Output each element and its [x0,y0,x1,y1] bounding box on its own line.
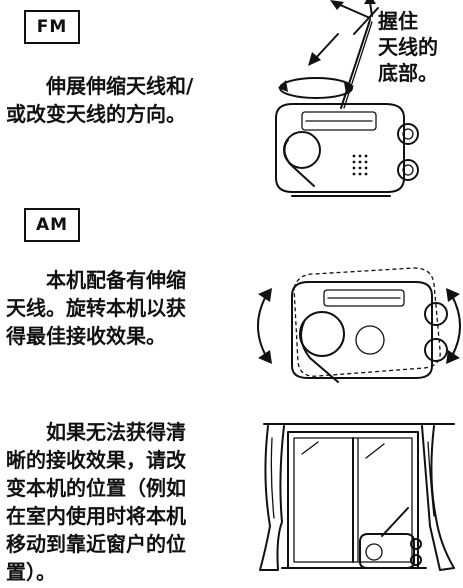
fm-band-label-text: FM [36,17,68,37]
reception-instructions: 如果无法获得清 晰的接收效果，请改 变本机的位置（例如 在室内使用时将本机 移动… [6,418,256,586]
am-tuning-knob-icon [424,302,448,326]
rotate-right-arrow-icon [451,295,461,357]
am-radio-rotation-illustration [257,267,461,383]
reception-line-4: 在室内使用时将本机 [6,504,186,528]
grip-note-line-1: 握住 [378,9,418,33]
rotate-left-arrow-icon [257,295,267,357]
am-band-label-text: AM [35,215,69,235]
fm-line-1: 伸展伸缩天线和/ [46,74,194,98]
fm-band-label: FM [24,10,80,44]
am-band-label: AM [24,208,80,242]
antenna-icon-window [381,507,409,537]
tuning-knob-icon [397,123,419,145]
reception-line-1: 如果无法获得清 [46,420,186,444]
reception-line-3: 变本机的位置（例如 [6,476,186,500]
am-volume-knob-icon [424,338,448,362]
reception-line-6: 置）。 [6,560,56,584]
am-line-2: 天线。旋转本机以获 [6,296,186,320]
am-instructions: 本机配备有伸缩 天线。旋转本机以获 得最佳接收效果。 [6,266,246,350]
grip-note-line-3: 底部。 [378,61,438,85]
am-line-1: 本机配备有伸缩 [46,268,186,292]
grip-note-line-2: 天线的 [378,35,438,59]
volume-knob-icon [397,159,419,181]
am-line-3: 得最佳接收效果。 [6,324,166,348]
window-illustration [259,423,455,571]
reception-line-5: 移动到靠近窗户的位 [6,532,186,556]
grip-antenna-note: 握住 天线的 底部。 [378,8,463,86]
direction-arrow-icon [337,3,371,19]
fm-instructions: 伸展伸缩天线和/ 或改变天线的方向。 [6,72,246,128]
small-radio-icon [359,533,415,569]
speaker-grille [352,154,368,176]
rotate-arrow-icon [279,77,353,99]
fm-radio-illustration [275,0,419,197]
fm-line-2: 或改变天线的方向。 [6,102,186,126]
reception-line-2: 晰的接收效果，请改 [6,448,186,472]
